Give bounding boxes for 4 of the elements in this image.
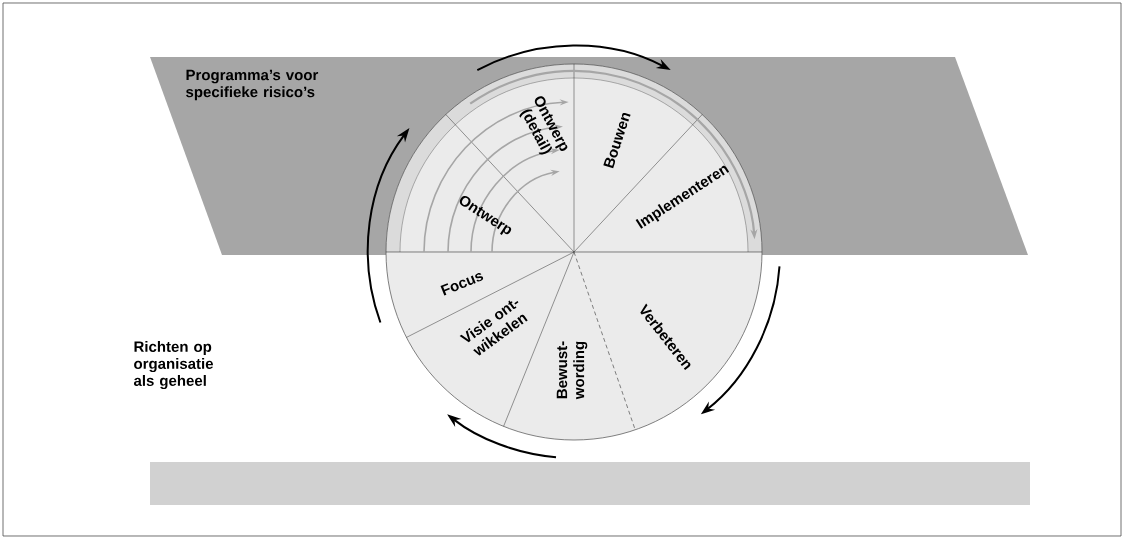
segment-label: Focus [440, 273, 484, 296]
segment-label: Bewust- wording [556, 341, 588, 400]
segment-label: Programma’s voor specifieke risico’s [186, 69, 319, 101]
segment-label: Richten op organisatie als geheel [133, 341, 213, 390]
